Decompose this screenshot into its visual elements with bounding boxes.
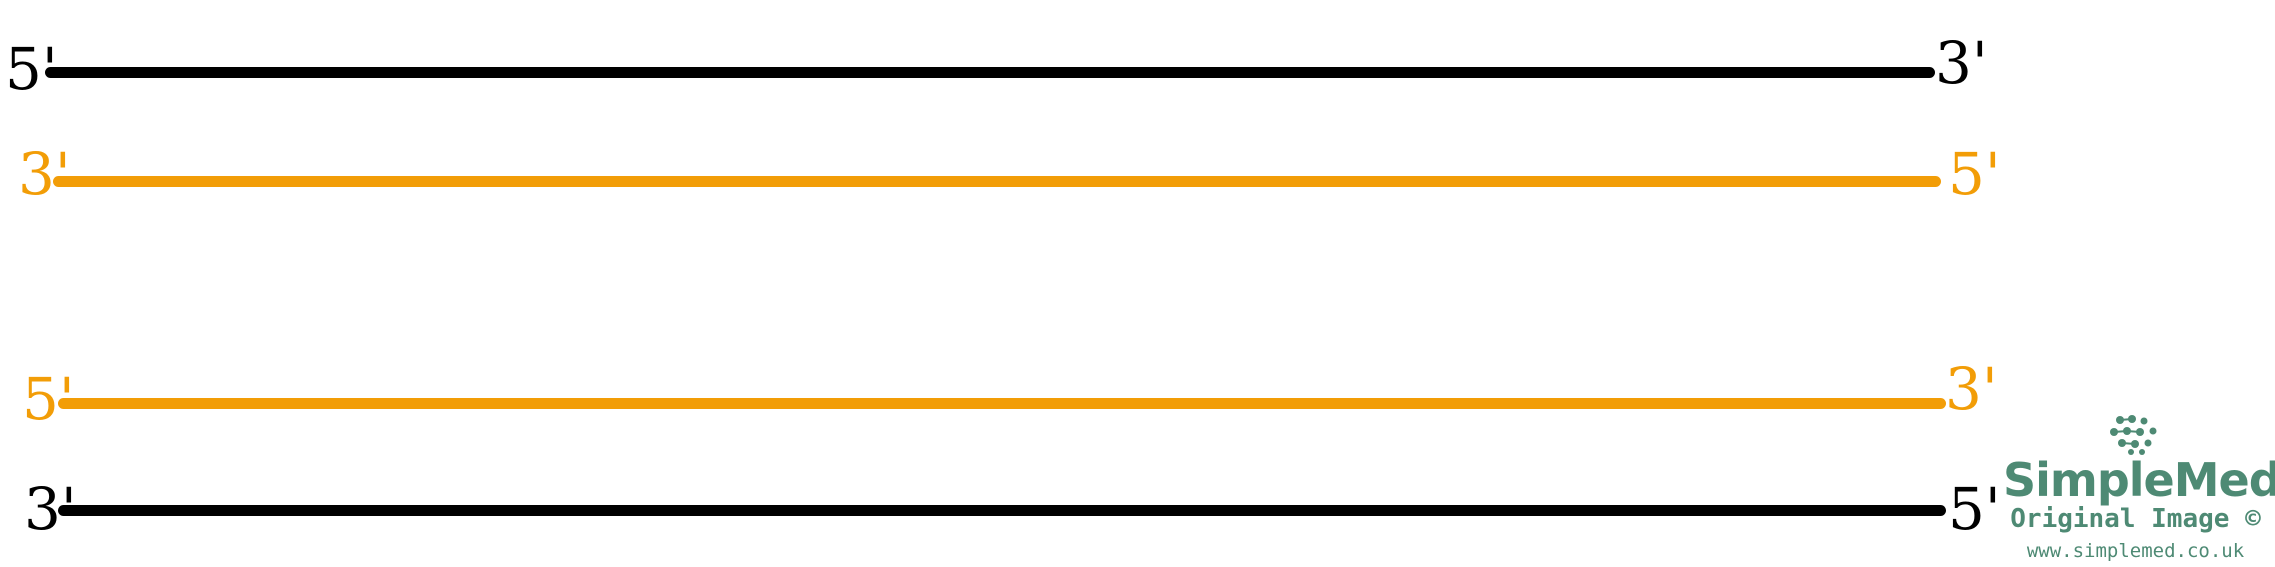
strand-top-daughter-right-label: 5': [1948, 140, 2001, 208]
brand-copyright: Original Image ©: [2010, 504, 2261, 534]
strand-bottom-daughter: [58, 398, 1946, 409]
molecule-dots-icon: [2109, 415, 2156, 455]
strand-top-daughter-left-label: 3': [18, 140, 71, 208]
brand-url: www.simplemed.co.uk: [2026, 539, 2245, 562]
strand-bottom-parent: [58, 505, 1946, 516]
simplemed-watermark: SimpleMed Original Image © www.simplemed…: [2003, 415, 2275, 562]
brand-name: SimpleMed: [2003, 453, 2275, 507]
strand-bottom-daughter-left-label: 5': [22, 365, 75, 433]
strand-bottom-parent-right-label: 5': [1948, 475, 2001, 543]
strand-bottom-daughter-right-label: 3': [1945, 355, 1998, 423]
strand-top-parent-left-label: 5': [5, 35, 58, 103]
strand-bottom-parent-left-label: 3': [24, 475, 77, 543]
strand-top-daughter: [53, 176, 1941, 187]
strand-top-parent-right-label: 3': [1935, 29, 1988, 97]
strand-top-parent: [45, 67, 1935, 78]
